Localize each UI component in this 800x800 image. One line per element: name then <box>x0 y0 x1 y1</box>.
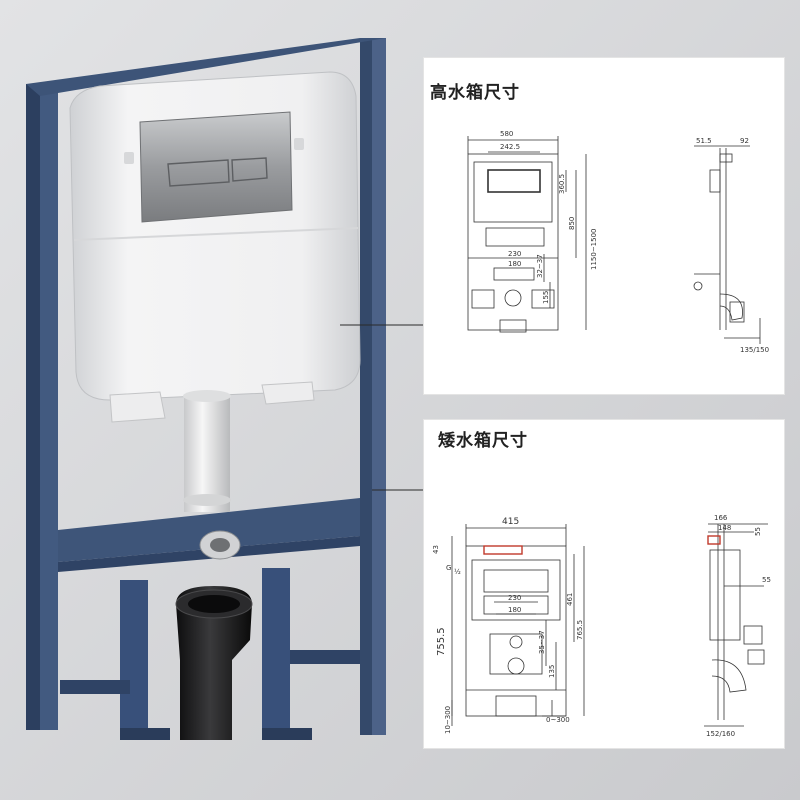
dim-pipe-spacing: 230 <box>508 594 521 602</box>
dim-side-mid: 55 <box>762 576 771 584</box>
high-tank-panel: 高水箱尺寸 <box>424 58 784 394</box>
inlet-fitting <box>199 530 241 560</box>
dim-width: 580 <box>500 130 513 138</box>
dim-side-bottom: 135/150 <box>740 346 769 354</box>
dim-side-top-a: 166 <box>714 514 728 522</box>
dim-side-top-b: 148 <box>718 524 731 532</box>
dim-pipe-inner: 180 <box>508 606 521 614</box>
dim-pipe-spacing: 230 <box>508 250 521 258</box>
dim-pipe-low: 180 <box>508 260 521 268</box>
dim-side-bottom: 152/160 <box>706 730 735 738</box>
steel-frame <box>26 38 386 740</box>
dim-total-height: 755.5 <box>436 627 447 656</box>
dim-top-offset: 43 <box>432 545 440 554</box>
flush-plate <box>139 111 293 223</box>
dim-floor-range: 0~300 <box>546 716 570 724</box>
high-tank-title: 高水箱尺寸 <box>430 83 520 102</box>
low-tank-title: 矮水箱尺寸 <box>438 431 528 450</box>
dim-pipe-offset: 32~37 <box>536 254 544 278</box>
high-tank-drawing: 580 242.5 360.5 850 1150~1500 230 32~37 … <box>467 130 769 354</box>
flush-pipe <box>183 390 231 512</box>
label-g-sub: ½ <box>454 568 461 576</box>
dim-tank-height: 461 <box>566 593 574 606</box>
label-g: G <box>446 564 451 572</box>
dim-side-top-c: 55 <box>754 527 762 536</box>
dim-outlet: 135 <box>548 665 556 678</box>
drain-elbow <box>175 586 253 740</box>
dim-tank-height: 850 <box>568 217 576 230</box>
dim-inner-width: 242.5 <box>500 143 520 151</box>
dim-pipe-offset: 35~37 <box>538 630 546 654</box>
dim-frame-height: 1150~1500 <box>590 229 598 271</box>
dim-width: 415 <box>502 517 519 527</box>
dim-foot-range: 10~300 <box>444 706 452 734</box>
low-tank-panel: 矮水箱尺寸 <box>424 420 784 748</box>
dim-outlet: 155 <box>542 291 550 304</box>
dim-side-top-b: 92 <box>740 137 749 145</box>
low-tank-drawing: 415 43 755.5 230 180 35~37 461 765.5 135… <box>432 514 771 738</box>
dim-side-top-a: 51.5 <box>696 137 712 145</box>
dim-frame-height: 765.5 <box>576 620 584 640</box>
dim-button-height: 360.5 <box>558 174 566 194</box>
